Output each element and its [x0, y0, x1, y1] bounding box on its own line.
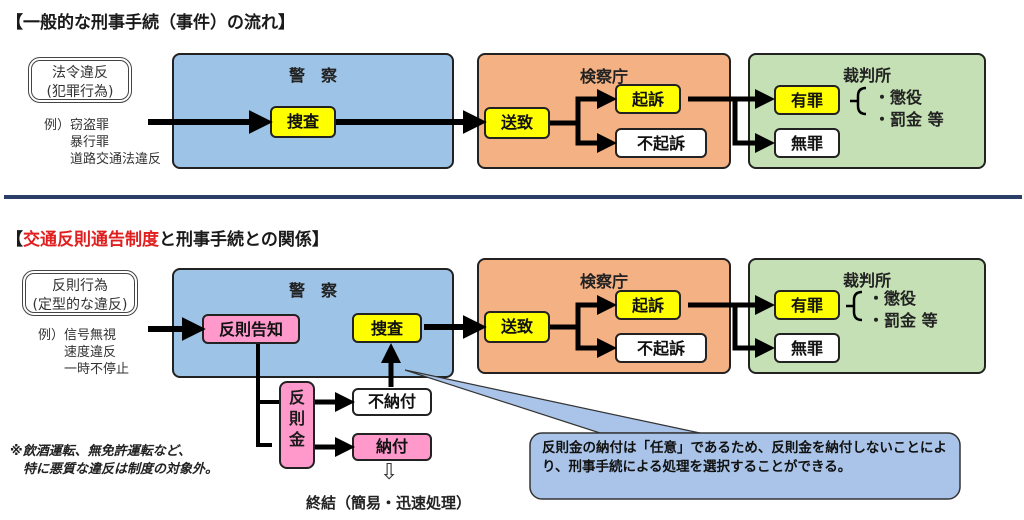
police-title: 警 察: [288, 66, 337, 85]
section2-guilty-node: 有罪: [774, 290, 840, 320]
section2-payment-node: 納付: [352, 433, 432, 461]
heading-open-bracket: 【: [6, 230, 23, 250]
section2-referral-node: 送致: [484, 311, 550, 343]
arrow-referral-branch: [550, 89, 617, 126]
heading-rest-text: と刑事手続との関係】: [159, 230, 329, 250]
section1-not-guilty-node: 無罪: [774, 128, 840, 158]
callout-text: 反則金の納付は「任意」であるため、反則金を納付しないことにより、刑事手続による処…: [542, 440, 947, 475]
court-title: 裁判所: [842, 66, 891, 85]
callout-bubble: [529, 432, 961, 500]
penalty-brace: [850, 86, 867, 116]
section2-non-indictment-node: 不起訴: [615, 333, 707, 363]
section2-indictment-node: 起訴: [615, 290, 681, 320]
section2-actor-box: 反則行為 (定型的な違反): [22, 270, 138, 316]
section1-penalties: ・懲役 ・罰金 等: [874, 88, 944, 129]
section2-exclusion-note: ※飲酒運転、無免許運転など、 特に悪質な違反は制度の対象外。: [10, 444, 219, 477]
section2-conclusion: 終結（簡易・迅速処理）: [306, 494, 472, 512]
section2-fine-node: 反 則 金: [279, 381, 315, 469]
section2-heading: 【交通反則通告制度と刑事手続との関係】: [6, 225, 329, 250]
police-title: 警 察: [288, 281, 337, 300]
penalty-brace: [846, 290, 863, 322]
heading-red-text: 交通反則通告制度: [23, 230, 159, 250]
section2-notice-node: 反則告知: [202, 314, 300, 344]
down-arrow-icon: ⇩: [380, 460, 399, 485]
section1-indictment-node: 起訴: [615, 84, 681, 114]
arrow-referral-to-non-indictment: [575, 123, 617, 153]
arrow-indictment-to-not-guilty: [732, 305, 775, 358]
section2-investigation-node: 捜査: [352, 313, 422, 343]
section1-examples: 例）窃盗罪 暴行罪 道路交通法違反: [44, 118, 162, 167]
court-title: 裁判所: [842, 271, 891, 290]
actor-line2: (犯罪行為): [46, 84, 114, 100]
actor-line1: 法令違反: [52, 65, 108, 81]
actor-line2: (定型的な違反): [32, 297, 128, 313]
callout-pointer: [404, 369, 701, 434]
arrow-indictment-to-not-guilty: [732, 99, 775, 153]
arrow-referral-branch: [550, 295, 617, 330]
section2-examples: 例）信号無視 速度違反 一時不停止: [38, 328, 130, 377]
actor-line1: 反則行為: [52, 278, 108, 294]
section1-actor-box: 法令違反 (犯罪行為): [28, 57, 132, 103]
section-divider: [4, 195, 1022, 199]
section2-not-guilty-node: 無罪: [774, 333, 840, 363]
section2-penalties: ・懲役 ・罰金 等: [868, 289, 938, 330]
section1-non-indictment-node: 不起訴: [615, 128, 707, 158]
prosecutor-title: 検察庁: [579, 272, 628, 291]
section1-guilty-node: 有罪: [774, 85, 840, 115]
arrow-referral-to-non-indictment: [575, 327, 617, 358]
section2-non-payment-node: 不納付: [352, 388, 432, 416]
prosecutor-title: 検察庁: [579, 67, 628, 86]
section1-heading: 【一般的な刑事手続（事件）の流れ】: [6, 13, 295, 33]
line-notice-down: [256, 344, 272, 447]
